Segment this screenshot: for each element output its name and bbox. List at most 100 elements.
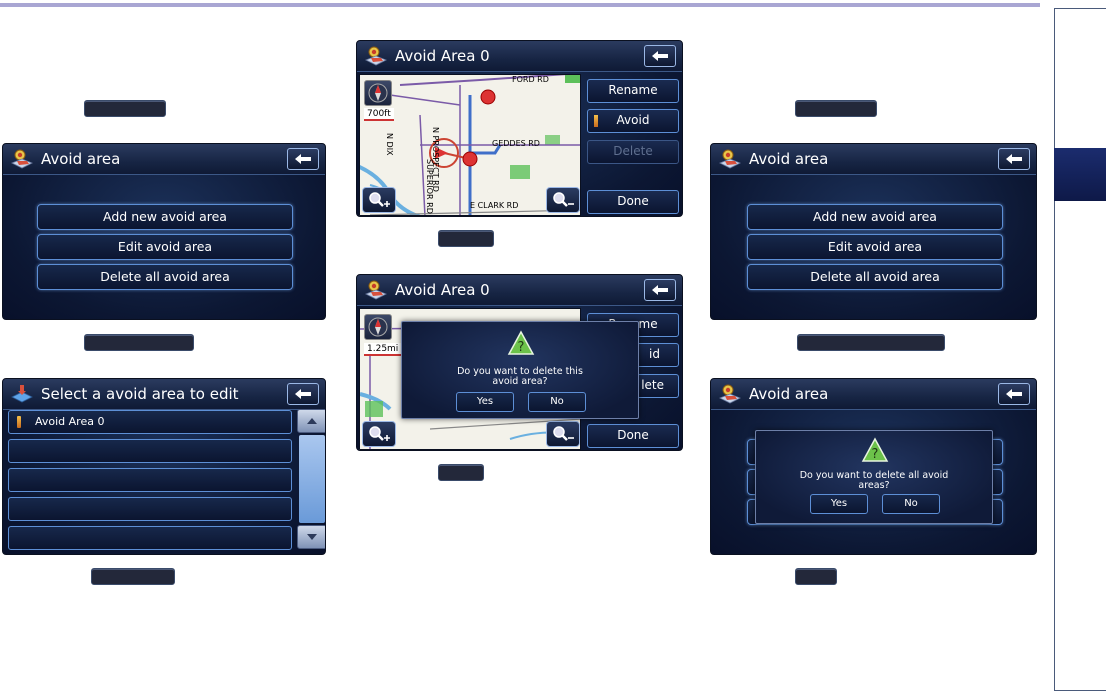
dialog-message: areas? (858, 480, 890, 491)
left-arrow-icon (1006, 389, 1022, 399)
scrollbar[interactable] (297, 409, 325, 549)
magnifier-minus-icon (553, 192, 574, 207)
caption-pill (84, 100, 166, 117)
screen-title: Avoid area (749, 385, 829, 403)
avoid-button-label: Avoid (616, 113, 650, 127)
road-label: N DIX (385, 133, 394, 156)
screen-title: Avoid Area 0 (395, 281, 490, 299)
back-button[interactable] (998, 148, 1030, 170)
road-label: GEDDES RD (492, 139, 540, 148)
rename-button[interactable]: Rename (587, 79, 679, 103)
title-bar: Avoid area (3, 144, 325, 175)
road-label: E CLARK RD (470, 201, 519, 210)
zoom-out-button[interactable] (546, 421, 580, 447)
screen-title: Avoid area (749, 150, 829, 168)
yes-button[interactable]: Yes (456, 392, 514, 412)
caption-pill (795, 100, 877, 117)
back-button[interactable] (998, 383, 1030, 405)
avoid-area-icon (719, 384, 741, 404)
left-arrow-icon (652, 51, 668, 61)
left-arrow-icon (652, 285, 668, 295)
left-arrow-icon (1006, 154, 1022, 164)
avoid-button[interactable]: Avoid (587, 109, 679, 133)
delete-all-avoid-area-button[interactable]: Delete all avoid area (37, 264, 293, 290)
edit-avoid-area-button[interactable]: Edit avoid area (747, 234, 1003, 260)
sidebar-tab-active[interactable] (1054, 148, 1106, 201)
zoom-in-button[interactable] (362, 421, 396, 447)
done-button[interactable]: Done (587, 424, 679, 448)
yes-button[interactable]: Yes (810, 494, 868, 514)
edit-avoid-area-button[interactable]: Edit avoid area (37, 234, 293, 260)
title-bar: Avoid area (711, 144, 1036, 175)
confirm-dialog: ? Do you want to delete all avoid areas?… (755, 430, 993, 524)
map-scale: 700ft (364, 108, 394, 121)
avoid-area-icon (11, 385, 33, 403)
list-item[interactable] (8, 439, 292, 463)
list-item[interactable] (8, 497, 292, 521)
back-button[interactable] (287, 148, 319, 170)
title-bar: Avoid Area 0 (357, 275, 682, 306)
screen-title: Avoid area (41, 150, 121, 168)
caption-pill (795, 568, 837, 585)
map-roads (360, 326, 580, 449)
add-new-avoid-area-button[interactable]: Add new avoid area (37, 204, 293, 230)
question-triangle-icon: ? (861, 437, 889, 462)
compass-button[interactable] (364, 314, 392, 340)
top-rule (0, 3, 1040, 7)
avoid-area-screen: Avoid area Add new avoid area Edit avoid… (710, 143, 1037, 320)
svg-text:?: ? (518, 340, 525, 355)
delete-all-confirm-screen: Avoid area ? Do you want to delete all a… (710, 378, 1037, 555)
avoid-area-icon (719, 149, 741, 169)
compass-north-icon (368, 317, 388, 337)
no-button[interactable]: No (528, 392, 586, 412)
triangle-down-icon (307, 534, 317, 540)
dialog-message: Do you want to delete all avoid (799, 470, 949, 481)
list-item[interactable]: Avoid Area 0 (8, 410, 292, 434)
delete-button[interactable]: Delete (587, 140, 679, 164)
select-avoid-area-screen: Select a avoid area to edit Avoid Area 0 (2, 378, 326, 555)
caption-pill (84, 334, 194, 351)
svg-text:?: ? (872, 447, 879, 462)
triangle-up-icon (307, 418, 317, 424)
dialog-message: Do you want to delete this (457, 366, 583, 377)
delete-all-avoid-area-button[interactable]: Delete all avoid area (747, 264, 1003, 290)
compass-north-icon (368, 83, 388, 103)
left-arrow-icon (295, 389, 311, 399)
magnifier-minus-icon (553, 426, 574, 441)
screen-title: Avoid Area 0 (395, 47, 490, 65)
done-button[interactable]: Done (587, 190, 679, 214)
sidebar-rule (1054, 8, 1106, 9)
delete-avoid-area-screen: Avoid Area 0 1.25mi Rename id lete Done (356, 274, 683, 451)
caption-pill (438, 464, 484, 481)
back-button[interactable] (644, 45, 676, 67)
left-arrow-icon (295, 154, 311, 164)
confirm-dialog: ? Do you want to delete this avoid area?… (401, 321, 639, 419)
magnifier-plus-icon (369, 192, 390, 207)
zoom-out-button[interactable] (546, 187, 580, 213)
magnifier-plus-icon (369, 426, 390, 441)
road-label: SUPERIOR RD (425, 159, 434, 214)
back-button[interactable] (287, 383, 319, 405)
scroll-up-button[interactable] (297, 409, 325, 433)
avoid-marker-icon (17, 416, 21, 428)
avoid-marker-icon (594, 115, 598, 127)
sidebar-divider (1054, 8, 1055, 691)
scroll-track[interactable] (299, 435, 325, 523)
list-item[interactable] (8, 526, 292, 550)
no-button[interactable]: No (882, 494, 940, 514)
dialog-message: avoid area? (492, 376, 548, 387)
list-item[interactable] (8, 468, 292, 492)
screen-title: Select a avoid area to edit (41, 385, 239, 403)
map-view[interactable]: FORD RD N PROSPECT RD GEDDES RD SUPERIOR… (359, 74, 581, 216)
title-bar: Avoid Area 0 (357, 41, 682, 72)
avoid-area-icon (365, 280, 387, 300)
compass-button[interactable] (364, 80, 392, 106)
scroll-down-button[interactable] (297, 525, 325, 549)
title-bar: Select a avoid area to edit (3, 379, 325, 410)
back-button[interactable] (644, 279, 676, 301)
caption-pill (797, 334, 945, 351)
add-new-avoid-area-button[interactable]: Add new avoid area (747, 204, 1003, 230)
zoom-in-button[interactable] (362, 187, 396, 213)
chapter-sidebar (1054, 8, 1106, 691)
caption-pill (438, 230, 494, 247)
